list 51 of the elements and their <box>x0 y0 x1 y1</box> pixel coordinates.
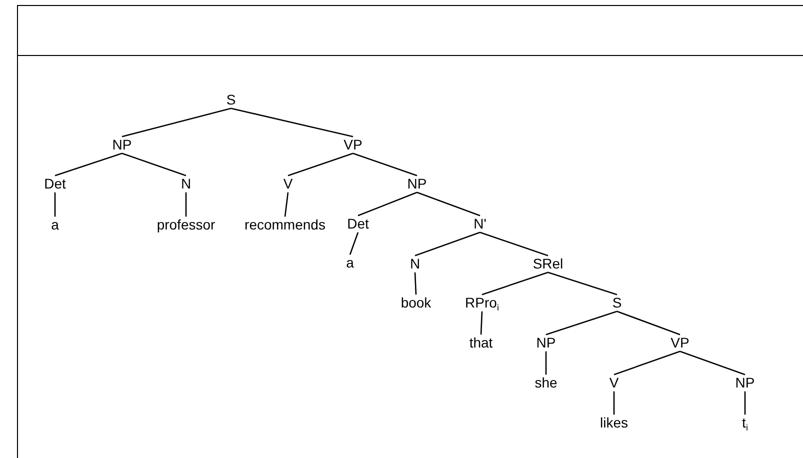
tree-branch <box>614 350 680 376</box>
tree-node-label: RPro$_{i}$ <box>465 296 499 310</box>
tree-branch <box>480 232 548 256</box>
tree-node-label: Det <box>44 176 66 192</box>
tree-branch <box>546 310 618 336</box>
tree-node-label: t$_{i}$ <box>742 416 748 430</box>
tree-node-label: S <box>612 296 622 310</box>
tree-node-label: V <box>609 376 619 390</box>
tree-node-label: N' <box>474 216 486 232</box>
tree-node-label: recommends <box>244 218 326 232</box>
tree-branch <box>480 311 483 335</box>
tree-branch <box>548 272 618 296</box>
tree-branch <box>352 152 418 176</box>
tree-branch <box>545 351 547 375</box>
tree-node-label: S <box>226 92 236 108</box>
tree-branch <box>349 232 359 255</box>
tree-node-label: likes <box>600 416 628 430</box>
tree-node-label: a <box>51 218 59 232</box>
tree-branch <box>414 272 417 295</box>
tree-node-label: NP <box>735 376 755 390</box>
tree-node-label: N <box>180 176 192 192</box>
tree-branch <box>616 310 680 336</box>
tree-branch <box>613 391 615 415</box>
tree-node-label: she <box>534 376 558 390</box>
tree-branch <box>680 350 746 376</box>
tree-node-label: V <box>283 176 293 192</box>
tree-node-label: NP <box>112 138 132 152</box>
tree-branch <box>122 152 186 176</box>
tree-node-label: that <box>469 336 493 350</box>
tree-node-label: VP <box>670 336 690 350</box>
tree-node-label: SRel <box>532 256 564 272</box>
tree-branch <box>185 192 187 217</box>
tree-node-label: professor <box>156 218 216 232</box>
tree-branch <box>122 108 232 138</box>
tree-node-label: NP <box>536 336 556 350</box>
tree-branch <box>284 192 289 217</box>
tree-node-label: book <box>400 296 432 310</box>
tree-node-label: NP <box>407 176 427 192</box>
tree-node-label: N <box>410 256 420 272</box>
tree-branch <box>358 192 418 216</box>
tree-branch <box>288 152 354 176</box>
tree-branch <box>230 108 354 138</box>
tree-branch <box>416 192 480 216</box>
tree-branch <box>54 192 56 217</box>
tree-branch <box>414 232 480 256</box>
tree-node-label: Det <box>347 216 369 232</box>
tree-branch <box>54 152 122 176</box>
tree-branch <box>744 391 746 415</box>
tree-node-label: a <box>346 256 354 270</box>
tree-node-label: VP <box>344 138 362 152</box>
tree-branch <box>482 272 548 296</box>
